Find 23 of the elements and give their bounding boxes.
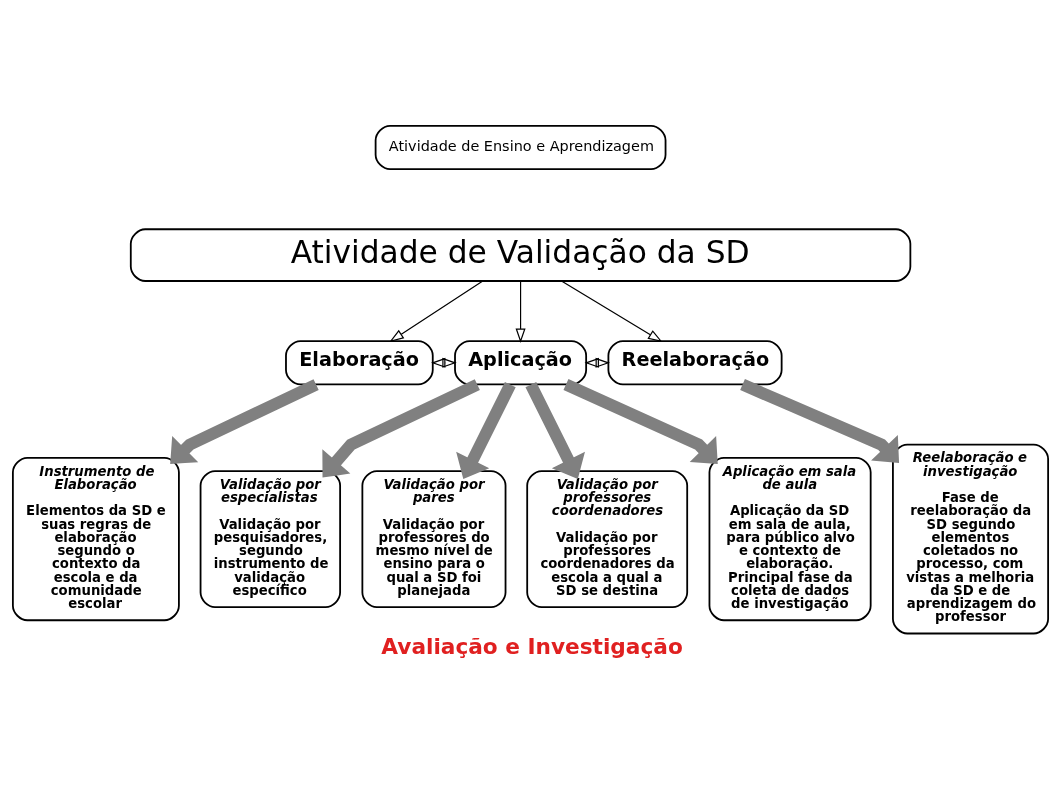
arrow bbox=[525, 381, 585, 479]
arrow bbox=[322, 378, 480, 477]
node-box: Instrumento de Elaboração Elementos da SD e suas regras de elaboração segundo o contexto da escola e da comunidade escolar bbox=[12, 456, 180, 621]
node-box: Reelaboração e investigação Fase de reelaboração da SD segundo elementos coletados no processo, com vistas a melhoria da SD e de aprendizagem do professor bbox=[892, 443, 1049, 634]
arrow bbox=[170, 378, 319, 464]
arrow bbox=[584, 357, 610, 368]
arrow bbox=[456, 381, 516, 479]
node-box: Atividade de Ensino e Aprendizagem bbox=[374, 124, 667, 170]
arrow bbox=[389, 279, 484, 342]
node-box: Reelaboração bbox=[607, 339, 783, 385]
caption: Avaliação e Investigação bbox=[381, 633, 683, 659]
arrow bbox=[560, 279, 663, 342]
arrow bbox=[563, 378, 718, 464]
node-box: Atividade de Validação da SD bbox=[129, 227, 912, 282]
node-box: Aplicação bbox=[454, 339, 588, 385]
node-box: Validação por pares Validação por professores do mesmo nível de ensino para o qual a SD foi planejada bbox=[361, 469, 507, 608]
arrow bbox=[431, 357, 457, 368]
node-box: Elaboração bbox=[285, 339, 434, 385]
node-box: Validação por professores coordenadores Validação por professores coordenadores da escola a qual a SD se destina bbox=[526, 469, 689, 608]
node-box: Aplicação em sala de aula Aplicação da SD em sala de aula, para público alvo e contexto de elaboração. Principal fase da coleta de dados de investigação bbox=[708, 456, 872, 621]
arrow bbox=[515, 280, 526, 343]
arrow bbox=[740, 378, 900, 463]
node-box: Validação por especialistas Validação por pesquisadores, segundo instrumento de validação específico bbox=[199, 469, 341, 608]
